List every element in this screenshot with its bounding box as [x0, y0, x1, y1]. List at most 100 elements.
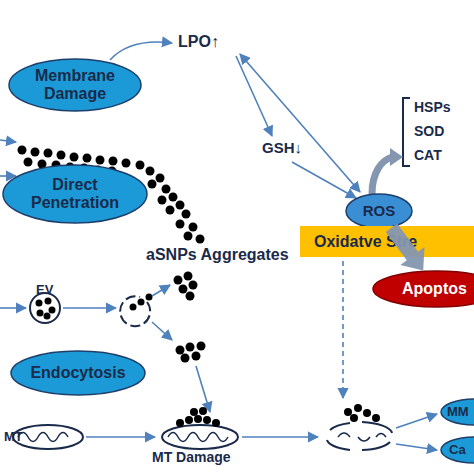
process-arrow — [396, 444, 437, 450]
leader-arrow — [292, 162, 356, 198]
effect-ellipse: Ca — [440, 436, 474, 464]
entry-arrow — [0, 140, 16, 142]
part-label: MT Damage — [152, 450, 231, 465]
node-text-box: Ca — [440, 436, 474, 464]
nanoparticle — [36, 300, 43, 307]
node-text: Endocytosis — [18, 364, 138, 382]
ellipse-shape — [441, 399, 474, 425]
mitochondrion — [162, 425, 238, 449]
release-arrow — [196, 366, 210, 412]
nanoparticle — [83, 154, 92, 163]
leader-arrow — [236, 56, 272, 136]
nanoparticle — [184, 272, 193, 281]
nanoparticle — [176, 419, 184, 427]
nanoparticle — [199, 407, 207, 415]
nanoparticle — [174, 276, 183, 285]
bracket — [403, 98, 410, 166]
effect-ellipse: MM — [440, 398, 474, 426]
ellipse-shape — [3, 165, 147, 223]
nanoparticle — [96, 156, 105, 165]
nanoparticle — [181, 354, 190, 363]
nanoparticle — [57, 151, 66, 160]
outcome-ellipse: Apoptos — [372, 270, 474, 308]
nanoparticle — [146, 294, 153, 301]
node-text-box: Apoptos — [372, 270, 474, 308]
node-text: Apoptos — [402, 280, 467, 298]
nanoparticle — [212, 419, 220, 427]
process-ellipse: Membrane Damage — [8, 58, 142, 112]
nanoparticle — [24, 158, 33, 167]
ellipse-shape — [441, 437, 474, 463]
nanoparticle — [354, 404, 362, 412]
nanoparticle — [109, 157, 118, 166]
enzyme-label: SOD — [414, 124, 444, 139]
node-text: Membrane Damage — [25, 67, 125, 102]
cristae — [168, 433, 228, 442]
nanoparticle — [344, 408, 352, 416]
damaged-mitochondrion — [327, 422, 392, 450]
nanoparticle — [156, 174, 165, 183]
ellipse-shape — [373, 271, 474, 307]
cristae — [338, 433, 386, 441]
ellipse-shape — [11, 351, 145, 395]
nanoparticle — [182, 210, 191, 219]
process-ellipse: Direct Penetration — [2, 164, 148, 224]
node-text: Oxidatve Stre — [314, 233, 417, 251]
nanoparticle — [372, 414, 380, 422]
enzyme-label: HSPs — [414, 100, 451, 115]
node-text: ROS — [349, 203, 409, 220]
nanoparticle — [162, 185, 171, 194]
nanoparticle — [44, 313, 51, 320]
nanoparticle — [189, 281, 198, 290]
aggregate-label: aSNPs Aggregates — [146, 246, 289, 264]
block-arrow — [386, 224, 425, 271]
nanoparticle — [192, 352, 201, 361]
nanoparticle — [169, 193, 178, 202]
nanoparticle — [31, 148, 40, 157]
nanoparticle — [49, 307, 56, 314]
nanoparticle — [37, 310, 44, 317]
process-arrow — [242, 436, 318, 438]
part-label: MT — [4, 430, 23, 444]
nanoparticle — [70, 153, 79, 162]
nanoparticle — [363, 409, 371, 417]
curved-arrow — [372, 157, 392, 194]
entry-arrow — [0, 175, 16, 177]
nanoparticle — [166, 206, 175, 215]
stress-band: Oxidatve Stre — [300, 226, 474, 257]
nanoparticle — [184, 232, 193, 241]
open-vesicle — [120, 296, 150, 326]
mitochondrion — [13, 425, 83, 449]
nanoparticle — [179, 285, 188, 294]
nanoparticle — [136, 161, 145, 170]
nanoparticle — [158, 196, 167, 205]
nanoparticle — [45, 298, 52, 305]
nanoparticle — [176, 220, 185, 229]
uptake-arrow — [0, 307, 26, 309]
node-text-box: Membrane Damage — [8, 58, 142, 112]
double-arrow — [240, 54, 360, 192]
nanoparticle — [197, 342, 206, 351]
curved-arrow-head — [390, 148, 403, 166]
nanoparticle — [190, 408, 198, 416]
node-text: Direct Penetration — [19, 176, 131, 211]
ellipse-shape — [346, 194, 412, 228]
nanoparticle — [130, 304, 137, 311]
part-label: EV — [36, 283, 53, 297]
vesicle — [30, 293, 60, 323]
nanoparticle — [44, 149, 53, 158]
leader-arrow — [110, 42, 172, 60]
uptake-arrow — [63, 307, 116, 309]
nanoparticle — [350, 414, 358, 422]
process-arrow — [396, 414, 437, 428]
enzyme-label: CAT — [414, 148, 442, 163]
node-text-box: Oxidatve Stre — [300, 226, 474, 257]
nanoparticle — [146, 167, 155, 176]
process-ellipse: Endocytosis — [10, 350, 146, 396]
node-text-box: Endocytosis — [10, 350, 146, 396]
biomarker-label: GSH↓ — [262, 140, 302, 157]
release-arrow — [152, 322, 172, 340]
nanoparticle — [203, 416, 211, 424]
nanoparticle — [186, 292, 195, 301]
